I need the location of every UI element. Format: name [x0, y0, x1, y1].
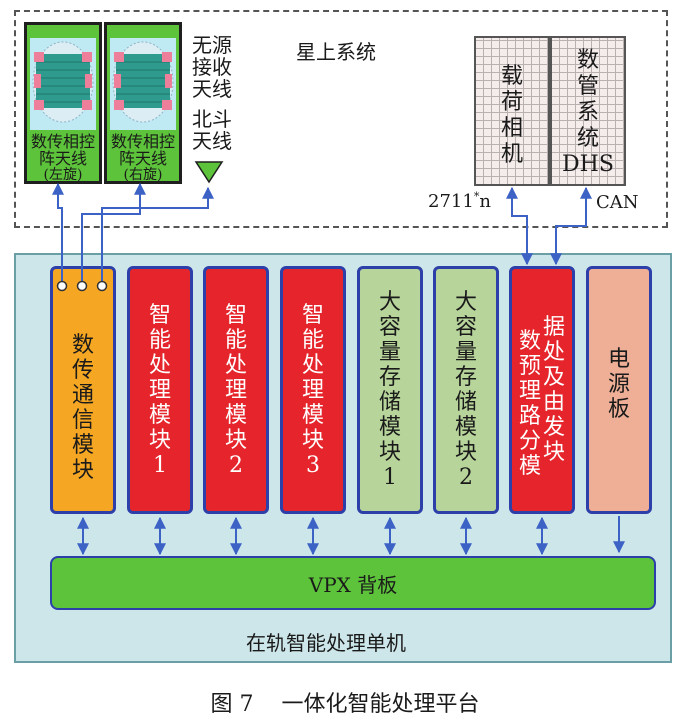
- phased-array-antenna-left: 数传相控 阵天线 (左旋): [24, 22, 102, 184]
- antenna-right-label-1: 数传相控: [110, 132, 175, 151]
- data-preprocessing-routing-module: 数预 理路 分模 据处 及由 发块: [509, 266, 575, 514]
- power-board: 电源 板: [586, 266, 652, 514]
- data-transmission-module: 数传 通信 模块: [50, 266, 116, 514]
- onboard-processing-unit-label: 在轨智能处理单机: [246, 631, 406, 655]
- passive-antenna-label: 无源 接收 天线: [192, 33, 232, 101]
- intelligent-processing-module-3: 智能 处理 模块 3: [280, 266, 346, 514]
- intelligent-processing-module-2: 智能 处理 模块 2: [203, 266, 269, 514]
- dhs-box: 数 管 系 统 DHS: [550, 36, 626, 186]
- antenna-right-label-3: (右旋): [123, 167, 163, 183]
- beidou-antenna-label: 北斗 天线: [192, 107, 232, 153]
- vpx-backplane: VPX 背板: [50, 556, 656, 610]
- antenna-left-label-3: (左旋): [43, 167, 83, 183]
- satellite-system-label: 星上系统: [296, 40, 376, 64]
- figure-caption: 图 7 一体化智能处理平台: [210, 692, 480, 717]
- bus-label-can: CAN: [596, 192, 639, 213]
- dhs-label: 数: [576, 48, 599, 73]
- phased-array-icon: [110, 28, 176, 130]
- antenna-left-label-1: 数传相控: [30, 132, 95, 151]
- vpx-backplane-label: VPX 背板: [308, 572, 398, 597]
- payload-camera-box: 载 荷 相 机: [474, 36, 550, 186]
- payload-camera-label: 载: [500, 64, 523, 89]
- antenna-right-label-2: 阵天线: [118, 149, 167, 168]
- satellite-system-frame: [14, 10, 668, 228]
- phased-array-icon: [30, 28, 96, 130]
- phased-array-antenna-right: 数传相控 阵天线 (右旋): [104, 22, 182, 184]
- bus-label-2711: 2711*n: [428, 190, 491, 212]
- antenna-left-label-2: 阵天线: [38, 149, 87, 168]
- intelligent-processing-module-1: 智能 处理 模块 1: [127, 266, 193, 514]
